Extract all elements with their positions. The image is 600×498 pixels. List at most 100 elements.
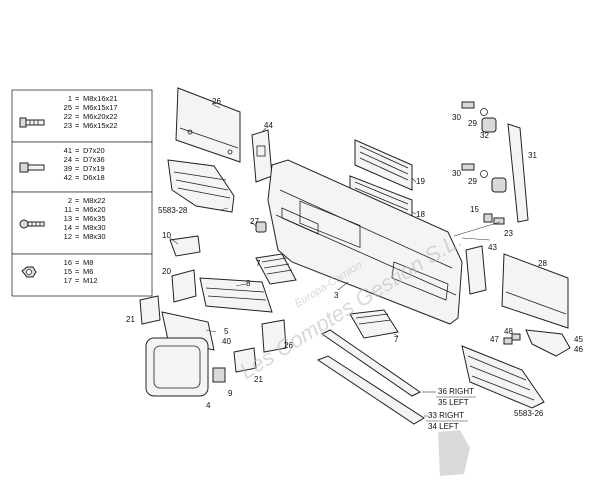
callout-30-upper: 30 [452, 113, 461, 122]
key-part-number: 11 [64, 205, 72, 214]
callout-4: 4 [206, 401, 211, 410]
key-part-number: 14 [64, 223, 72, 232]
bracket-26-lower [261, 319, 287, 353]
key-part-number: 22 [64, 112, 72, 121]
callout-29-upper: 29 [468, 119, 477, 128]
callout-26-upper: 26 [212, 97, 221, 106]
callout-43: 43 [488, 243, 497, 252]
key-fastener-size: M6x20x22 [83, 112, 118, 121]
label-36-right: 36 RIGHT [438, 387, 474, 396]
callout-18: 18 [416, 210, 425, 219]
key-equals: = [75, 196, 80, 205]
callout-numbers: 26 44 19 18 5583-28 27 10 20 8 3 7 21 5 … [126, 97, 583, 418]
leader-lines [169, 103, 501, 417]
callout-3: 3 [334, 291, 339, 300]
label-34-left: 34 LEFT [428, 422, 459, 431]
key-part-number: 39 [64, 164, 72, 173]
bracket-21-left [139, 295, 161, 325]
key-fastener-size: M6x15x17 [83, 103, 118, 112]
label-33-right: 33 RIGHT [428, 411, 464, 420]
key-fastener-size: M6 [83, 267, 93, 276]
callout-8: 8 [246, 279, 251, 288]
trim-side-labels: 36 RIGHT 35 LEFT 33 RIGHT 34 LEFT [426, 387, 476, 431]
key-fastener-size: D7x20 [83, 146, 105, 155]
clip-27 [255, 221, 267, 233]
pin-icon [19, 162, 45, 173]
bracket-20 [171, 269, 197, 303]
key-equals: = [75, 164, 80, 173]
callout-45: 45 [574, 335, 583, 344]
key-part-number: 17 [64, 276, 72, 285]
key-fastener-size: D6x18 [83, 173, 105, 182]
key-part-number: 41 [64, 146, 72, 155]
callout-20: 20 [162, 267, 171, 276]
bolt-icon [19, 117, 45, 128]
callout-46: 46 [574, 345, 583, 354]
callout-21-lower: 21 [254, 375, 263, 384]
key-equals: = [75, 205, 80, 214]
fastener-key: 1=M8x16x2125=M6x15x1722=M6x20x2223=M6x15… [11, 89, 153, 297]
key-equals: = [75, 94, 80, 103]
key-part-number: 15 [64, 267, 72, 276]
callout-26-lower: 26 [284, 341, 293, 350]
fastener-key-rows: 1=M8x16x2125=M6x15x1722=M6x20x2223=M6x15… [64, 94, 118, 285]
key-equals: = [75, 121, 80, 130]
key-equals: = [75, 155, 80, 164]
key-equals: = [75, 146, 80, 155]
key-part-number: 12 [64, 232, 72, 241]
front-bumper [267, 159, 463, 325]
lens-45-46 [525, 329, 571, 357]
fasteners-47-48 [503, 333, 521, 345]
key-fastener-size: M8 [83, 258, 93, 267]
key-equals: = [75, 223, 80, 232]
key-part-number: 1 [68, 94, 72, 103]
callout-30-lower: 30 [452, 169, 461, 178]
step-plate-upper [255, 253, 297, 285]
callout-9: 9 [228, 389, 233, 398]
corner-panel-left [175, 87, 241, 163]
key-box-nuts [11, 253, 153, 297]
key-fastener-size: M8x30 [83, 223, 106, 232]
key-fastener-size: D7x19 [83, 164, 105, 173]
key-part-number: 42 [64, 173, 72, 182]
callout-5: 5 [224, 327, 229, 336]
callout-31: 31 [528, 151, 537, 160]
bracket-21-lower [233, 347, 257, 373]
key-equals: = [75, 232, 80, 241]
key-fastener-size: M6x15x22 [83, 121, 118, 130]
key-fastener-size: M8x30 [83, 232, 106, 241]
callout-7-upper: 7 [256, 259, 261, 268]
lamp-housing-right [461, 345, 545, 409]
key-fastener-size: M8x16x21 [83, 94, 118, 103]
callout-21-left: 21 [126, 315, 135, 324]
mounting-hardware-right [461, 101, 529, 225]
key-part-number: 23 [64, 121, 72, 130]
lower-side-trims [316, 329, 425, 425]
key-equals: = [75, 258, 80, 267]
key-equals: = [75, 276, 80, 285]
key-fastener-size: D7x36 [83, 155, 105, 164]
key-part-number: 13 [64, 214, 72, 223]
corner-panel-right [501, 253, 569, 329]
callout-29-lower: 29 [468, 177, 477, 186]
step-plate-lower [349, 309, 399, 339]
grille-19 [354, 139, 413, 191]
key-equals: = [75, 103, 80, 112]
step-8 [199, 277, 273, 313]
callout-27: 27 [250, 217, 259, 226]
key-equals: = [75, 112, 80, 121]
callout-5583-26: 5583-26 [514, 409, 544, 418]
key-fastener-size: M6x20 [83, 205, 106, 214]
watermark-logo [438, 430, 470, 476]
callout-28: 28 [538, 259, 547, 268]
key-part-number: 16 [64, 258, 72, 267]
screw-icon [19, 219, 45, 229]
callout-19: 19 [416, 177, 425, 186]
lamp-frame-4 [145, 337, 209, 397]
clip-9 [212, 367, 226, 383]
nut-icon [21, 266, 37, 278]
bracket-43 [465, 245, 487, 295]
bracket-10 [169, 235, 201, 257]
callout-47: 47 [490, 335, 499, 344]
